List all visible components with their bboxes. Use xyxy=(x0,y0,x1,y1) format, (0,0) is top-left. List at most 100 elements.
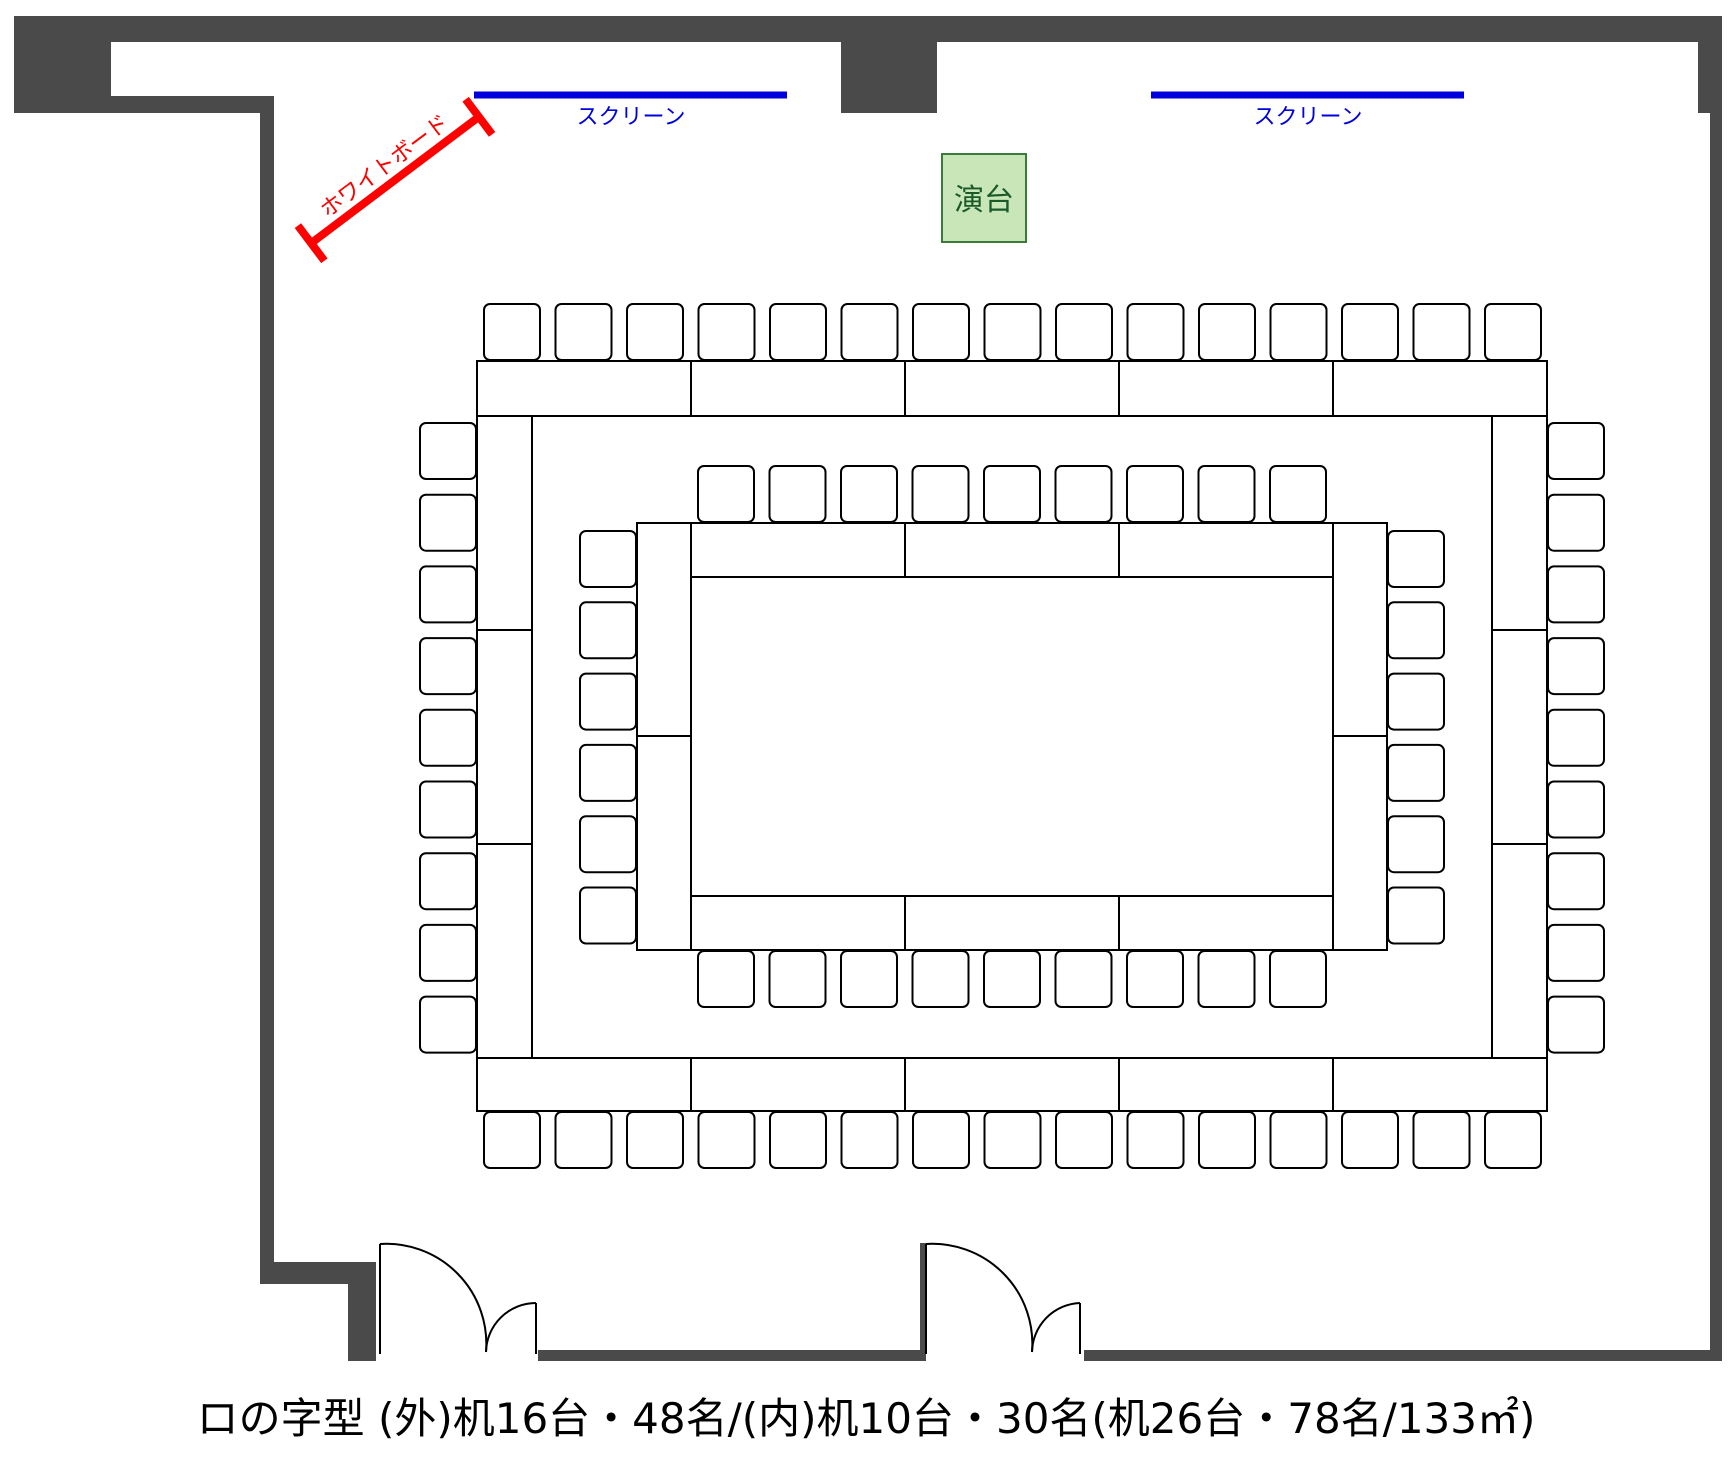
chair xyxy=(769,1111,827,1169)
chair xyxy=(983,1111,1042,1169)
chair xyxy=(483,1111,541,1169)
chair xyxy=(1341,303,1399,361)
chair xyxy=(983,303,1042,361)
chair xyxy=(419,852,477,911)
inner-desk xyxy=(904,895,1120,951)
chair xyxy=(840,465,898,523)
chair xyxy=(554,303,613,361)
whiteboard: ホワイトボード xyxy=(294,96,496,264)
chair xyxy=(579,743,637,802)
podium xyxy=(941,153,1027,243)
chair xyxy=(554,1111,613,1169)
chair xyxy=(697,465,755,523)
chair xyxy=(626,303,684,361)
outer-desk xyxy=(1118,360,1334,417)
whiteboard-end-right xyxy=(462,96,496,137)
outer-desk xyxy=(1491,415,1548,631)
chair xyxy=(911,465,970,523)
outer-desk xyxy=(1118,1057,1334,1112)
outer-desk xyxy=(476,629,533,845)
layout-caption: ロの字型 (外)机16台・48名/(内)机10台・30名(机26台・78名/13… xyxy=(196,1394,1536,1443)
chairs xyxy=(419,303,1605,1169)
chair xyxy=(912,1111,970,1169)
chair xyxy=(626,1111,684,1169)
podium-label: 演台 xyxy=(954,183,1014,218)
inner-desk xyxy=(1332,522,1388,737)
chair xyxy=(483,303,541,361)
screen-right-label: スクリーン xyxy=(1254,105,1363,130)
chair xyxy=(697,1111,756,1169)
outer-desk xyxy=(904,1057,1120,1112)
chair xyxy=(419,995,477,1054)
screen-left-label: スクリーン xyxy=(577,105,686,130)
chair xyxy=(579,815,637,874)
outer-desk xyxy=(476,843,533,1059)
outer-desk xyxy=(476,415,533,631)
chair xyxy=(1197,465,1256,523)
inner-desk xyxy=(1332,735,1388,951)
chair xyxy=(1269,465,1327,523)
chair xyxy=(1269,1111,1328,1169)
chair xyxy=(1198,303,1256,361)
door-right xyxy=(925,1242,1081,1354)
outer-desk xyxy=(690,1057,906,1112)
chair xyxy=(840,1111,899,1169)
chair xyxy=(419,780,477,839)
whiteboard-end-left xyxy=(294,223,328,264)
chair xyxy=(1547,708,1605,767)
outer-desk xyxy=(1491,843,1548,1059)
chair xyxy=(1547,923,1605,982)
outer-desk-ring xyxy=(476,360,1548,1112)
outer-desk xyxy=(1491,629,1548,845)
inner-desk xyxy=(1118,895,1334,951)
chair xyxy=(1269,950,1327,1008)
chair xyxy=(1126,465,1184,523)
chair xyxy=(579,672,637,731)
chair xyxy=(419,565,477,624)
chair xyxy=(769,303,827,361)
inner-desk xyxy=(690,895,906,951)
outer-desk xyxy=(476,360,692,417)
door-left xyxy=(379,1242,537,1354)
chair xyxy=(1269,303,1328,361)
chair xyxy=(419,422,477,480)
doors xyxy=(379,1242,1081,1354)
chair xyxy=(1412,303,1471,361)
chair xyxy=(1547,852,1605,911)
whiteboard-bar xyxy=(308,113,482,247)
inner-desk xyxy=(636,522,692,737)
chair xyxy=(1387,672,1445,731)
chair xyxy=(579,886,637,945)
outer-desk xyxy=(1332,360,1548,417)
chair xyxy=(1547,995,1605,1054)
wall-segment-bottom-middle xyxy=(538,1350,924,1361)
chair xyxy=(1547,493,1605,552)
chair xyxy=(768,465,827,523)
chair xyxy=(419,923,477,982)
chair xyxy=(579,530,637,588)
chair xyxy=(1387,886,1445,945)
inner-desk xyxy=(904,522,1120,578)
chair xyxy=(1484,303,1542,361)
chair xyxy=(419,637,477,696)
chair xyxy=(579,601,637,660)
chair xyxy=(983,465,1041,523)
chair xyxy=(419,708,477,767)
inner-desk xyxy=(1118,522,1334,578)
chair xyxy=(1387,815,1445,874)
chair xyxy=(1547,780,1605,839)
chair xyxy=(697,303,756,361)
chair xyxy=(1126,950,1184,1008)
chair xyxy=(1547,637,1605,696)
chair xyxy=(840,303,899,361)
chair xyxy=(983,950,1041,1008)
chair xyxy=(697,950,755,1008)
chair xyxy=(840,950,898,1008)
outer-desk xyxy=(476,1057,692,1112)
chair xyxy=(1126,1111,1185,1169)
whiteboard-label: ホワイトボード xyxy=(316,110,454,223)
chair xyxy=(1387,743,1445,802)
chair xyxy=(419,493,477,552)
inner-desk xyxy=(690,522,906,578)
